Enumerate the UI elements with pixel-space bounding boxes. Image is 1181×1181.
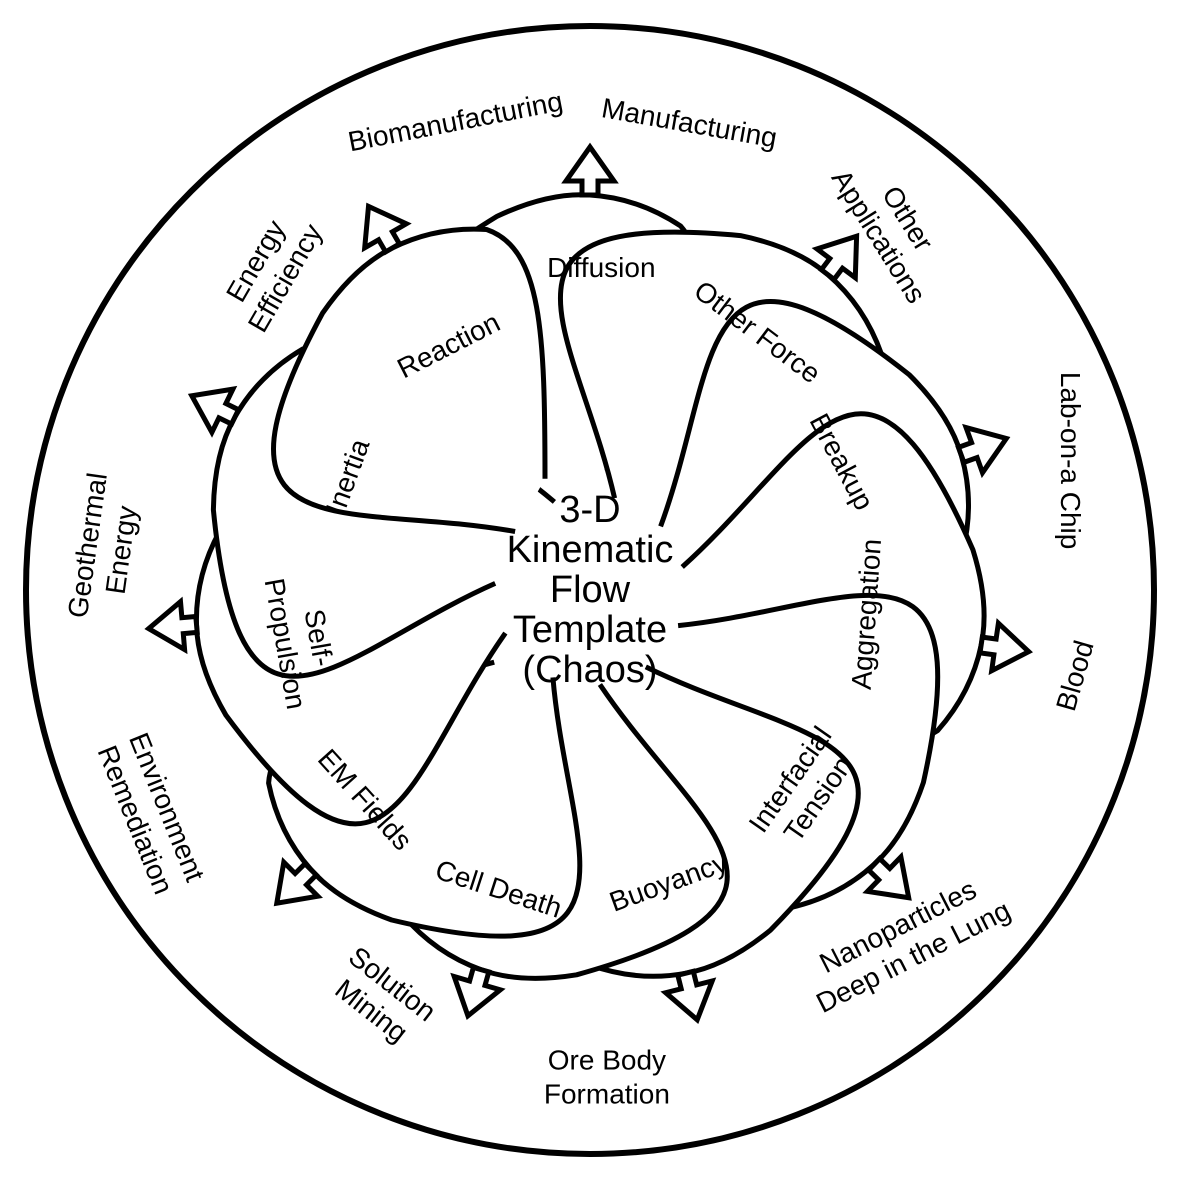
mechanism-label-line: Diffusion [547, 252, 655, 283]
application-label-line: Formation [544, 1079, 670, 1110]
petal-layer [193, 192, 987, 981]
center-title-line: 3-D [559, 489, 620, 531]
arrow-layer [144, 142, 1033, 1025]
application-label-text: Lab-on-a Chip [1055, 372, 1086, 549]
arrow-6 [660, 968, 717, 1025]
arrow-1 [561, 142, 619, 198]
arrow-10 [187, 385, 242, 438]
mechanism-label-text: Diffusion [547, 252, 655, 283]
arrow-2 [811, 232, 860, 283]
arrow-9 [144, 596, 200, 655]
mechanism-label: Diffusion [547, 252, 655, 283]
arrow-5 [862, 851, 912, 901]
arrow-8 [273, 857, 323, 907]
center-title-line: (Chaos) [522, 649, 657, 691]
arrow-4 [977, 618, 1033, 676]
application-label: Lab-on-a Chip [1055, 372, 1086, 549]
arrow-11 [361, 202, 412, 256]
application-label-line: Lab-on-a Chip [1055, 372, 1086, 549]
center-title-line: Template [513, 609, 667, 651]
center-title-line: Flow [550, 569, 631, 611]
center-title-line: Kinematic [507, 529, 674, 571]
arrow-3 [955, 423, 1011, 479]
arrow-7 [450, 964, 506, 1020]
application-label-line: Ore Body [548, 1045, 666, 1076]
petal-11 [271, 226, 548, 534]
